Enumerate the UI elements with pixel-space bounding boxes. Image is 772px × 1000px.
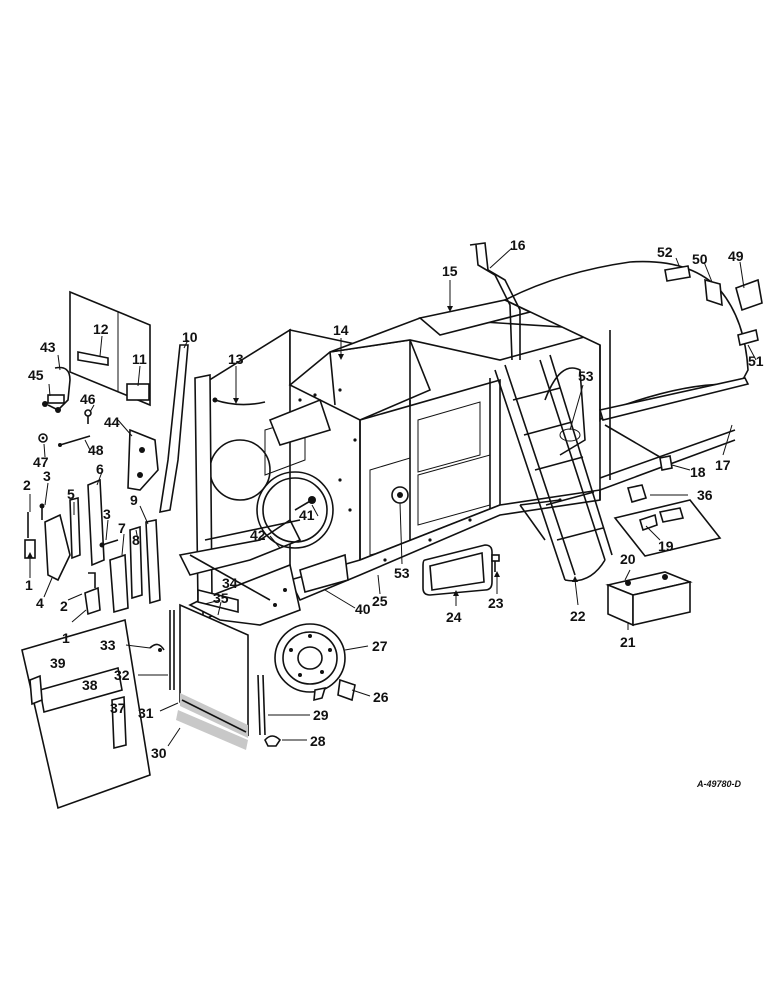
callout-53-a: 53	[578, 368, 594, 384]
callout-47: 47	[33, 454, 49, 470]
callout-35: 35	[213, 590, 229, 606]
callout-43: 43	[40, 339, 56, 355]
ladder	[494, 354, 613, 582]
callout-44: 44	[104, 414, 120, 430]
drawing-reference: A-49780-D	[696, 779, 742, 789]
callout-50: 50	[692, 251, 708, 267]
callout-5: 5	[67, 486, 75, 502]
callout-1-c: 1	[62, 630, 70, 646]
callout-7: 7	[118, 520, 126, 536]
window-parts	[422, 544, 500, 596]
callout-3-b: 3	[103, 506, 111, 522]
callout-23: 23	[488, 595, 504, 611]
callout-26: 26	[373, 689, 389, 705]
callout-18: 18	[690, 464, 706, 480]
callout-45: 45	[28, 367, 44, 383]
callout-2-b: 2	[60, 598, 68, 614]
callout-14: 14	[333, 322, 349, 338]
callout-12: 12	[93, 321, 109, 337]
engine-hood	[503, 260, 750, 500]
callout-27: 27	[372, 638, 388, 654]
callout-24: 24	[446, 609, 462, 625]
handrail	[469, 242, 521, 361]
callout-22: 22	[570, 608, 586, 624]
callout-11: 11	[132, 351, 147, 367]
callout-labels: 1 1 1 2 2 3 3 4 5 6 7 8 9 10 11 12 13 14…	[23, 237, 764, 761]
callout-34: 34	[222, 575, 238, 591]
callout-39: 39	[50, 655, 66, 671]
callout-42: 42	[250, 527, 266, 543]
callout-52: 52	[657, 244, 673, 260]
callout-17: 17	[715, 457, 731, 473]
callout-53-b: 53	[394, 565, 410, 581]
leader-lines	[27, 247, 757, 747]
callout-48: 48	[88, 442, 104, 458]
callout-2-a: 2	[23, 477, 31, 493]
callout-10: 10	[182, 329, 198, 345]
callout-37: 37	[110, 700, 126, 716]
left-parts	[24, 290, 266, 616]
callout-9: 9	[130, 492, 138, 508]
callout-29: 29	[313, 707, 329, 723]
callout-41: 41	[299, 507, 315, 523]
hood-hardware	[664, 265, 763, 347]
callout-28: 28	[310, 733, 326, 749]
callout-16: 16	[510, 237, 526, 253]
battery-parts	[605, 455, 722, 627]
rotary-screen	[264, 623, 356, 747]
callout-31: 31	[138, 705, 154, 721]
callout-25: 25	[372, 593, 388, 609]
callout-6: 6	[96, 461, 104, 477]
callout-4: 4	[36, 595, 44, 611]
callout-40: 40	[355, 601, 371, 617]
callout-38: 38	[82, 677, 98, 693]
callout-21: 21	[620, 634, 636, 650]
callout-20: 20	[620, 551, 636, 567]
callout-30: 30	[151, 745, 167, 761]
callout-3-a: 3	[43, 468, 51, 484]
front-panel	[21, 588, 266, 810]
callout-1-a: 1	[25, 577, 33, 593]
callout-49: 49	[728, 248, 744, 264]
callout-13: 13	[228, 351, 244, 367]
callout-51: 51	[748, 353, 764, 369]
callout-46: 46	[80, 391, 96, 407]
callout-33: 33	[100, 637, 116, 653]
callout-36: 36	[697, 487, 713, 503]
callout-15: 15	[442, 263, 458, 279]
callout-8: 8	[132, 532, 140, 548]
callout-32: 32	[114, 667, 130, 683]
callout-19: 19	[658, 538, 674, 554]
